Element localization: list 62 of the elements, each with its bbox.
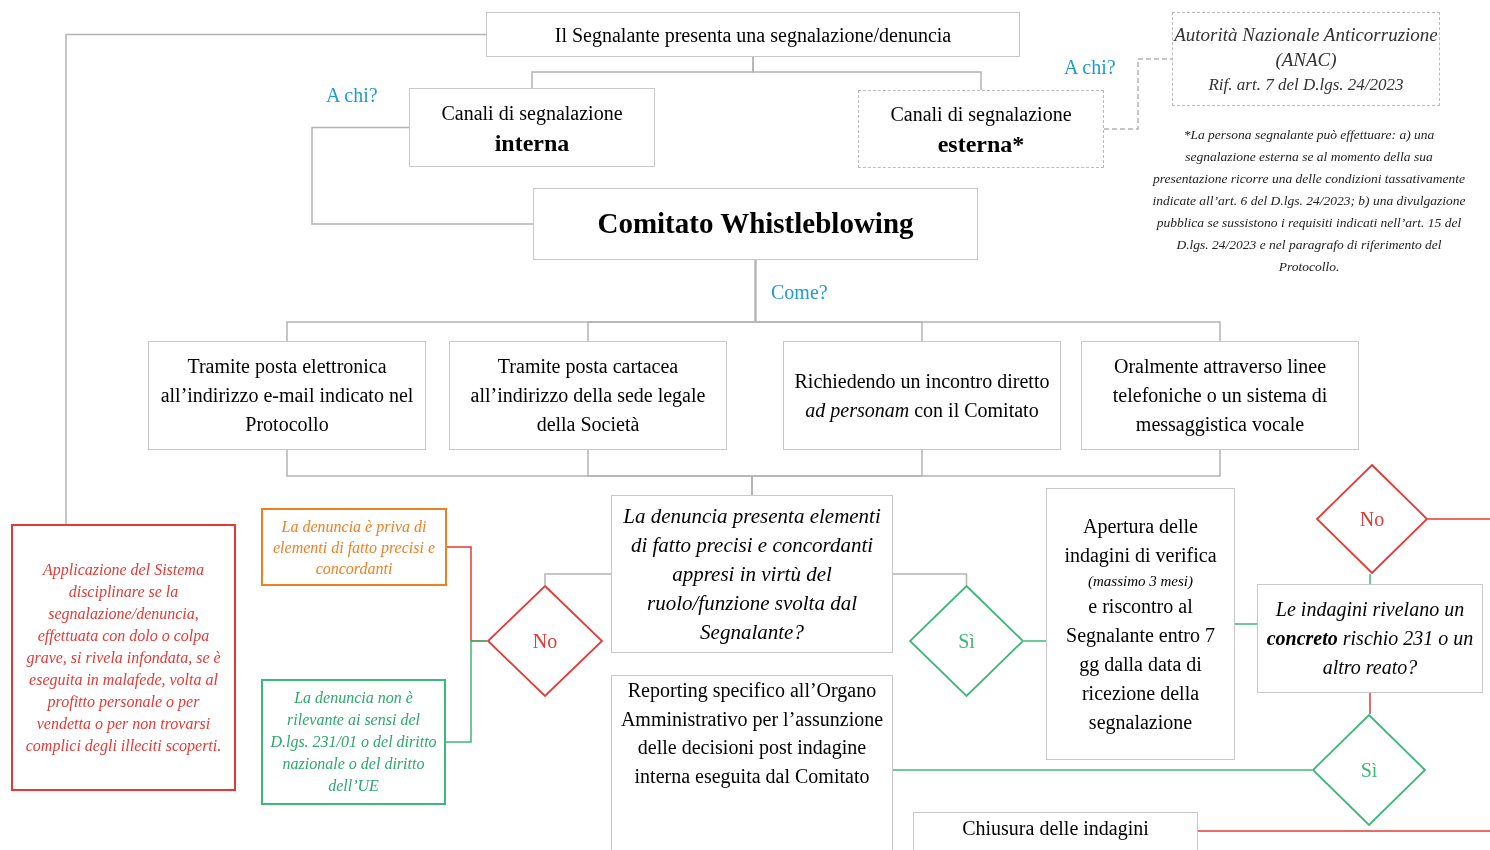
node-text: Oralmente attraverso linee telefoniche o un sistema di messaggistica vocale <box>1111 354 1329 438</box>
connector-line <box>1103 58 1173 130</box>
question-label: A chi? <box>1064 55 1117 80</box>
connector-line <box>65 33 487 525</box>
method-box <box>449 341 727 450</box>
connector-line <box>1023 640 1047 642</box>
outcome-box <box>261 508 447 586</box>
node-text: La denuncia non è rilevante ai sensi del D.lgs. 231/01 o del diritto nazionale o del diritto dell’UE <box>269 688 438 796</box>
node-text: Sì <box>1360 758 1378 783</box>
node-text: Richiedendo un incontro diretto ad personam con il Comitato <box>793 368 1051 424</box>
sanction-box <box>11 524 236 791</box>
node-text: Tramite posta cartacea all’indirizzo della sede legale della Società <box>469 354 707 437</box>
committee-box <box>533 188 978 260</box>
node-text: La denuncia presenta elementi di fatto precisi e concordanti appresi in virtù del ruolo/funzione svolta dal Segnalante? <box>622 502 882 646</box>
node-text: Canali di segnalazione <box>890 102 1072 128</box>
node-text: e riscontro al Segnalante entro 7 gg dalla data di ricezione della segnalazione <box>1065 593 1216 736</box>
question-label: Come? <box>771 280 829 305</box>
node-text: interna <box>494 128 570 158</box>
node-text: Canali di segnalazione <box>441 100 623 127</box>
connector-line <box>445 640 488 743</box>
connector-line <box>1197 830 1490 832</box>
connector-line <box>892 769 1313 771</box>
method-box <box>148 341 426 450</box>
node-text: Comitato Whistleblowing <box>597 206 914 242</box>
method-box <box>1081 341 1359 450</box>
authority-box <box>1172 12 1440 106</box>
connector-line <box>754 259 1221 342</box>
channel-box <box>409 88 655 167</box>
question-box <box>611 495 893 653</box>
footnote: *La persona segnalante può effettuare: a) una segnalazione esterna se al momento della sua presentazione ricorre una delle condizioni tassativamente indicate all’art. 6 del D.lgs. 24/2023; b) una divulgazione pubblica se sussistono i requisiti indicati nell’art. 15 del D.lgs. 24/2023 e nel paragrafo di riferimento del Protocollo. <box>1151 126 1467 276</box>
node-text: Reporting specifico all’Organo Amministrativo per l’assunzione delle decisioni post indagine interna eseguita dal Comitato <box>619 678 885 790</box>
node-text: Sì <box>958 629 975 654</box>
reporting-box <box>611 675 893 850</box>
connector-line <box>311 126 534 225</box>
node-text: Apertura delle indagini di verifica <box>1063 513 1218 569</box>
node-text: Le indagini rivelano un concreto rischio 231 o un altro reato? <box>1265 597 1475 680</box>
node-text: Rif. art. 7 del D.lgs. 24/2023 <box>1208 73 1404 96</box>
node-text: esterna* <box>937 130 1025 159</box>
outcome-box <box>261 679 446 805</box>
channel-box <box>858 90 1104 168</box>
investigation-box <box>1046 488 1235 760</box>
node-text: Chiusura delle indagini <box>962 816 1149 842</box>
connector-line <box>752 56 982 91</box>
start-box <box>486 12 1020 57</box>
node-text: Il Segnalante presenta una segnalazione/denuncia <box>554 22 952 49</box>
question-label: A chi? <box>326 83 379 108</box>
connector-line <box>1369 692 1371 715</box>
connector-line <box>1234 623 1258 625</box>
node-text: La denuncia è priva di elementi di fatto precisi e concordanti <box>272 516 436 579</box>
method-box <box>783 341 1061 450</box>
node-text: (massimo 3 mesi) <box>1088 571 1193 591</box>
node-text: Tramite posta elettronica all’indirizzo e-mail indicato nel Protocollo <box>159 354 415 437</box>
connector-line <box>1369 573 1371 585</box>
node-text: No <box>1359 507 1385 532</box>
connector-line <box>892 573 968 586</box>
question-box <box>1257 584 1483 693</box>
connector-line <box>1427 518 1490 520</box>
closing-box <box>913 812 1198 850</box>
node-text: Autorità Nazionale Anticorruzione (ANAC) <box>1173 22 1439 72</box>
node-text: Applicazione del Sistema disciplinare se la segnalazione/denuncia, effettuata con dolo o colpa grave, si rivela infondata, se è eseguita in malafede, volta al profitto personale o per vendetta o per non trovarsi complici degli illeciti scoperti. <box>24 559 223 757</box>
connector-line <box>544 573 612 586</box>
node-text: No <box>532 629 558 654</box>
